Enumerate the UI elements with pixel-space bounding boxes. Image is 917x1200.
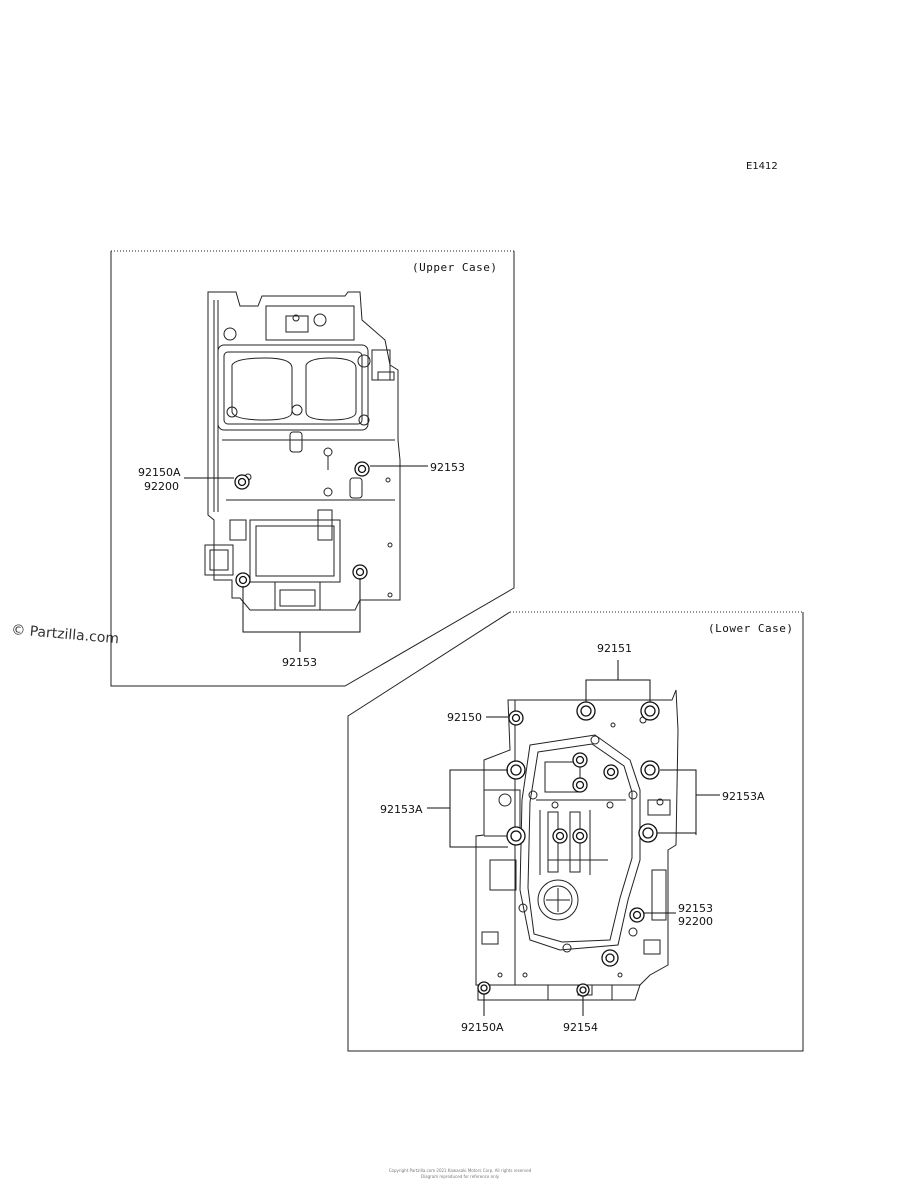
- callout-upper-92200: 92200: [144, 480, 179, 493]
- callout-lower-92153: 92153: [678, 902, 713, 915]
- upper-case-leaders: [184, 465, 428, 652]
- lower-case-drawing: [475, 689, 679, 1001]
- callout-lower-92200: 92200: [678, 915, 713, 928]
- diagram-id: E1412: [746, 161, 778, 172]
- callout-lower-92151: 92151: [597, 642, 632, 655]
- lower-case-frame: [347, 611, 804, 1052]
- lower-case-label: (Lower Case): [708, 622, 794, 635]
- upper-case-frame: [110, 250, 515, 687]
- callout-upper-92153-right: 92153: [430, 461, 465, 474]
- callout-lower-92153a-left: 92153A: [380, 803, 423, 816]
- lower-case-bolts: [477, 701, 660, 997]
- callout-lower-92150: 92150: [447, 711, 482, 724]
- upper-case-label: (Upper Case): [412, 261, 498, 274]
- upper-case-bolts: [234, 461, 370, 588]
- callout-upper-92150a: 92150A: [138, 466, 181, 479]
- callout-upper-92153-bottom: 92153: [282, 656, 317, 669]
- callout-lower-92154: 92154: [563, 1021, 598, 1034]
- lower-case-leaders: [427, 660, 720, 1016]
- upper-case-drawing: [204, 291, 401, 611]
- footer-line-1: Copyright Partzilla.com 2021 Kawasaki Mo…: [388, 1168, 532, 1173]
- callout-lower-92150a: 92150A: [461, 1021, 504, 1034]
- callout-lower-92153a-right: 92153A: [722, 790, 765, 803]
- footer-line-2: Diagram reproduced for reference only: [420, 1174, 500, 1179]
